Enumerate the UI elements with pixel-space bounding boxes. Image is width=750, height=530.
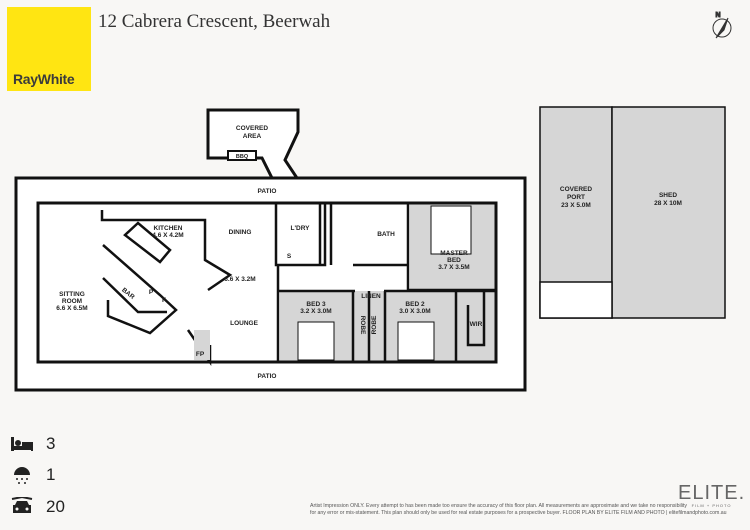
elite-brand: ELITE. — [678, 482, 746, 504]
robe-label-1: ROBE — [359, 316, 366, 335]
north-arrow-icon: N — [712, 12, 732, 39]
shower-icon — [14, 467, 30, 484]
disclaimer-line-1: Artist Impression ONLY. Every attempt to… — [310, 503, 687, 509]
page-title: 12 Cabrera Crescent, Beerwah — [98, 11, 331, 32]
linen-label: LINEN — [361, 293, 381, 300]
master-bed-label-2: BED — [447, 257, 461, 264]
robe-label-2: ROBE — [371, 315, 378, 334]
beds-count: 3 — [46, 434, 56, 453]
bed2-label: BED 2 — [405, 301, 425, 308]
interior-walls — [100, 203, 496, 367]
master-bed-size: 3.7 X 3.5M — [438, 264, 469, 271]
disclaimer-line-2: for any error or mis-statement. This pla… — [310, 510, 727, 516]
kitchen-label: KITCHEN — [154, 225, 183, 232]
fireplace-label: FP — [196, 351, 205, 358]
covered-area-label-2: AREA — [243, 133, 262, 140]
patio-bottom-label: PATIO — [258, 373, 277, 380]
bed3-label: BED 3 — [306, 301, 326, 308]
parking-stat: 20 — [10, 497, 65, 517]
storage-label: S — [287, 253, 292, 260]
sitting-room-label: SITTING — [59, 291, 85, 298]
lounge-label: LOUNGE — [230, 320, 258, 327]
sitting-room-label-2: ROOM — [62, 298, 82, 305]
bbq-label: BBQ — [236, 154, 249, 160]
master-bed-label: MASTER — [440, 250, 468, 257]
laundry-label: L'DRY — [291, 225, 311, 232]
baths-count: 1 — [46, 465, 56, 484]
covered-port-label-2: PORT — [567, 194, 585, 201]
dining-size: 6.6 X 3.2M — [224, 276, 255, 283]
bed3-size: 3.2 X 3.0M — [300, 308, 331, 315]
covered-port-size: 23 X 5.0M — [561, 202, 591, 209]
baths-stat: 1 — [10, 465, 55, 485]
patio-top-label: PATIO — [258, 188, 277, 195]
bed-furniture — [297, 205, 472, 361]
svg-text:N: N — [715, 12, 720, 19]
beds-stat: 3 — [10, 434, 55, 454]
bed2-size: 3.0 X 3.0M — [399, 308, 430, 315]
outbuildings — [539, 106, 726, 319]
covered-area-label: COVERED — [236, 125, 268, 132]
disclaimer: Artist Impression ONLY. Every attempt to… — [310, 503, 750, 517]
house-outline — [36, 201, 498, 364]
sitting-room-size: 6.6 X 6.5M — [56, 305, 87, 312]
covered-port-label: COVERED — [560, 186, 592, 193]
covered-area — [206, 108, 300, 180]
fireplace — [194, 330, 210, 360]
ray-white-logo: RayWhite — [7, 7, 91, 91]
logo-text: RayWhite — [13, 71, 75, 87]
elite-brand-sub: FILM + PHOTO — [691, 503, 732, 508]
car-icon — [11, 497, 33, 513]
shed-size: 28 X 10M — [654, 200, 682, 207]
shed-label: SHED — [659, 192, 677, 199]
bed-icon — [11, 437, 33, 451]
pantry-label: P — [149, 289, 154, 296]
parking-count: 20 — [46, 497, 65, 516]
elite-logo: ELITE.FILM + PHOTO — [678, 482, 745, 508]
fridge-label: F — [162, 297, 166, 304]
wir-label: WIR — [470, 321, 483, 328]
bath-label: BATH — [377, 231, 395, 238]
dining-label: DINING — [229, 229, 252, 236]
kitchen-size: 4.6 X 4.2M — [152, 232, 183, 239]
